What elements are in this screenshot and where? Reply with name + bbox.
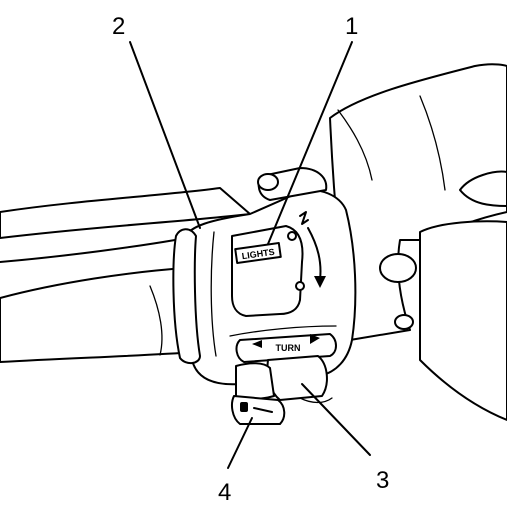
leader-line-2 [129,41,201,229]
lights-switch: LIGHTS [231,225,304,317]
callout-2: 2 [112,13,125,40]
callout-3: 3 [376,467,389,494]
turn-label: TURN [276,343,301,353]
callout-numbers: 1 2 3 4 [112,13,389,506]
handlebar-grip [0,267,197,363]
leader-line-1 [267,41,353,245]
horn-button [231,395,286,425]
callout-4: 4 [218,479,231,506]
turn-signal-lever [235,355,333,404]
switch-direction-marks [287,211,326,291]
leader-line-4 [227,417,253,469]
callout-1: 1 [345,13,358,40]
lights-label: LIGHTS [241,247,275,261]
leader-lines [129,41,371,469]
leader-line-3 [301,383,371,456]
turn-signal-switch: TURN [235,333,337,363]
master-cylinder-housing [329,63,507,421]
